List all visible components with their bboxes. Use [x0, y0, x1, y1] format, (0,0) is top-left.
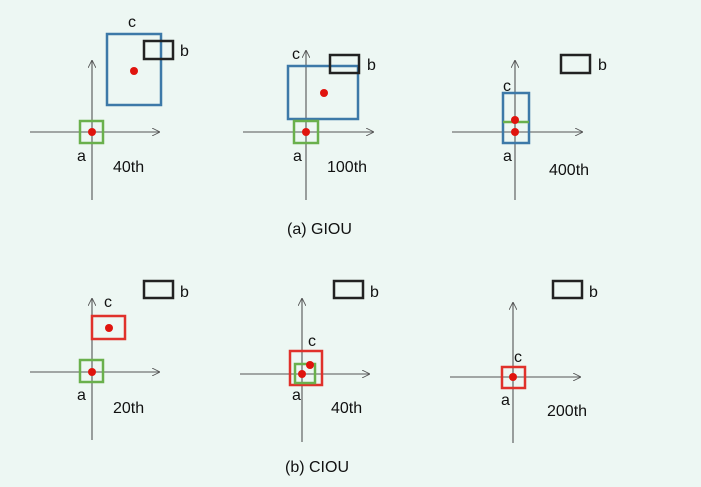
label-c: c	[128, 14, 136, 31]
iteration-label: 400th	[549, 162, 589, 179]
center-point-a	[302, 128, 310, 136]
center-point-c	[320, 89, 328, 97]
giou-panel-1: c b a 40th	[30, 14, 189, 200]
anchor-box-a	[292, 119, 320, 145]
ciou-panel-1: c b a 20th	[30, 279, 189, 440]
predicted-box-c	[500, 365, 527, 390]
label-a: a	[293, 148, 302, 165]
label-c: c	[104, 294, 112, 311]
center-point-a	[511, 128, 519, 136]
iteration-label: 40th	[113, 159, 144, 176]
target-box-b	[559, 53, 592, 75]
label-c: c	[308, 333, 316, 350]
center-point-a	[298, 370, 306, 378]
label-a: a	[77, 387, 86, 404]
label-b: b	[367, 57, 376, 74]
center-point-c	[306, 361, 314, 369]
center-point-a	[88, 368, 96, 376]
predicted-box-c	[288, 349, 324, 387]
giou-panel-2: c b a 100th	[243, 46, 376, 200]
center-point-c	[511, 116, 519, 124]
predicted-box-c	[286, 64, 360, 121]
label-a: a	[77, 148, 86, 165]
label-b: b	[598, 57, 607, 74]
anchor-box-a	[78, 358, 105, 384]
label-c: c	[514, 349, 522, 366]
label-c: c	[292, 46, 300, 63]
label-c: c	[503, 78, 511, 95]
center-point-c	[105, 324, 113, 332]
predicted-box-c	[90, 314, 127, 341]
caption-ciou: (b) CIOU	[285, 459, 349, 476]
ciou-panel-3: c b a 200th	[450, 279, 598, 443]
target-box-b	[142, 279, 175, 300]
label-b: b	[180, 43, 189, 60]
iteration-label: 20th	[113, 400, 144, 417]
target-box-b	[551, 279, 584, 300]
label-b: b	[370, 284, 379, 301]
anchor-box-a	[78, 119, 105, 145]
anchor-box-a	[293, 362, 317, 385]
center-point-a	[509, 373, 517, 381]
iteration-label: 40th	[331, 400, 362, 417]
label-a: a	[501, 392, 510, 409]
center-point-c	[130, 67, 138, 75]
giou-panel-3: c b a 400th	[452, 53, 607, 200]
predicted-box-c	[105, 32, 163, 107]
target-box-b	[142, 39, 175, 61]
label-b: b	[589, 284, 598, 301]
target-box-b	[328, 53, 361, 75]
iteration-label: 100th	[327, 159, 367, 176]
ciou-panel-2: c b a 40th	[240, 279, 379, 442]
label-b: b	[180, 284, 189, 301]
iteration-label: 200th	[547, 403, 587, 420]
label-a: a	[292, 387, 301, 404]
caption-giou: (a) GIOU	[287, 221, 352, 238]
label-a: a	[503, 148, 512, 165]
target-box-b	[332, 279, 365, 300]
predicted-box-c	[501, 91, 531, 145]
center-point-a	[88, 128, 96, 136]
